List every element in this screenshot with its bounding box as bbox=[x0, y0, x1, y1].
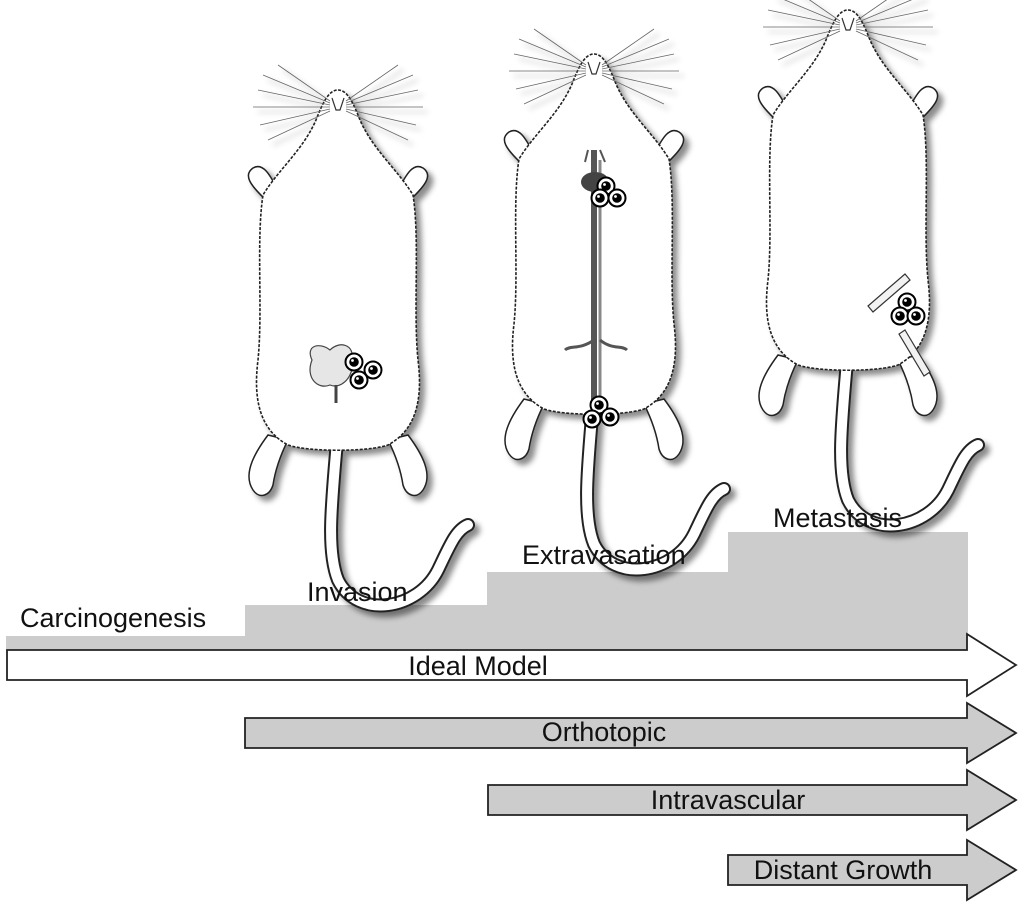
mouse-intravascular bbox=[504, 29, 724, 569]
bone-illustration bbox=[867, 273, 931, 377]
arrow-label-orthotopic: Orthotopic bbox=[541, 717, 667, 747]
arrow-label-intravascular: Intravascular bbox=[650, 785, 806, 815]
arrow-intravascular bbox=[487, 768, 1018, 832]
stage-label-invasion: Invasion bbox=[307, 577, 408, 607]
arrow-ideal-model bbox=[6, 632, 1018, 698]
arrow-orthotopic bbox=[244, 701, 1018, 765]
mouse-carcinogenesis-invasion bbox=[248, 65, 468, 605]
progression-staircase bbox=[6, 532, 968, 651]
stage-label-metastasis: Metastasis bbox=[773, 503, 903, 533]
stage-label-extravasation: Extravasation bbox=[522, 540, 686, 570]
arrow-distant-growth bbox=[727, 838, 1018, 902]
arrow-label-distant-growth: Distant Growth bbox=[753, 855, 933, 885]
stage-label-carcinogenesis: Carcinogenesis bbox=[20, 603, 207, 633]
mouse-distant bbox=[758, 0, 978, 525]
arrow-label-ideal-model: Ideal Model bbox=[408, 651, 548, 681]
